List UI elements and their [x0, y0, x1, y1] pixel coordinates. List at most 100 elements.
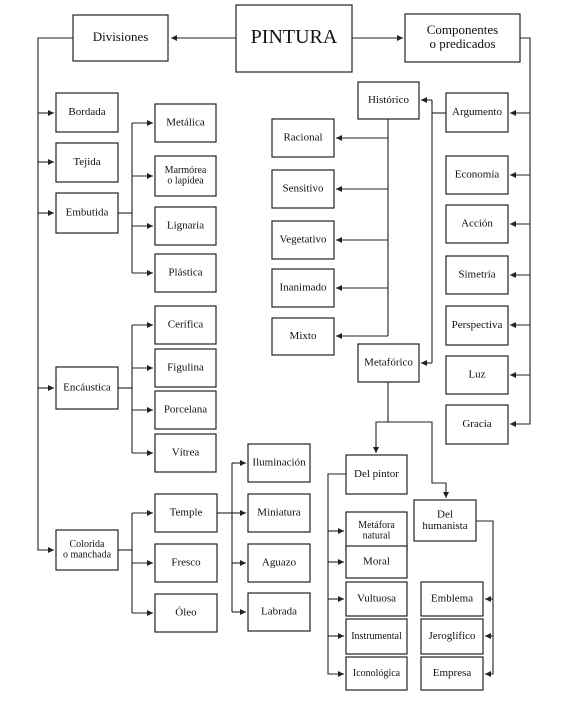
node-pintura-label: PINTURA [251, 26, 338, 48]
node-instrumental-label: Instrumental [351, 631, 402, 642]
node-fresco: Fresco [154, 543, 218, 583]
node-emblema-label: Emblema [431, 593, 473, 605]
node-porcelana-label: Porcelana [164, 404, 207, 416]
node-miniatura: Miniatura [247, 493, 311, 533]
arrowhead [147, 365, 153, 371]
connector-line [327, 473, 346, 675]
node-divisiones-box [72, 14, 169, 62]
node-accion-label: Acción [461, 218, 493, 230]
node-emblema-box [420, 581, 484, 617]
node-argumento-box [445, 92, 509, 133]
arrowhead [336, 285, 342, 291]
node-vultuosa-label: Vultuosa [357, 593, 396, 605]
node-iluminacion-label: Iluminación [252, 457, 306, 469]
node-divisiones: Divisiones [72, 14, 169, 62]
node-cerifica: Cerífica [154, 305, 217, 345]
node-vultuosa-box [345, 581, 408, 617]
arrowheads [48, 35, 516, 677]
node-temple-label: Temple [170, 507, 203, 519]
node-metafora-natural-label-2: natural [363, 531, 391, 542]
node-labrada-label: Labrada [261, 606, 297, 618]
arrowhead [336, 237, 342, 243]
node-luz-label: Luz [468, 369, 485, 381]
arrowhead [48, 547, 54, 553]
node-embutida-box [55, 192, 119, 234]
node-iconologica: Iconológica [345, 656, 408, 691]
node-lignaria: Lignaria [154, 206, 217, 246]
node-vultuosa: Vultuosa [345, 581, 408, 617]
node-tejida: Tejida [55, 142, 119, 183]
connector-line [375, 382, 389, 453]
node-empresa: Empresa [420, 656, 484, 691]
arrowhead [147, 560, 153, 566]
node-miniatura-label: Miniatura [257, 507, 300, 519]
arrowhead [485, 671, 491, 677]
node-cerifica-box [154, 305, 217, 345]
node-porcelana-box [154, 390, 217, 430]
node-jeroglifico: Jeroglífico [420, 618, 484, 655]
node-luz-box [445, 355, 509, 395]
arrowhead [48, 385, 54, 391]
arrowhead [338, 528, 344, 534]
node-plastica-label: Plástica [168, 267, 202, 279]
node-temple: Temple [154, 493, 218, 533]
node-inanimado-box [271, 268, 335, 308]
arrowhead [147, 270, 153, 276]
node-perspectiva-label: Perspectiva [452, 319, 503, 331]
node-vitrea-box [154, 433, 217, 473]
node-marmorea-label-2: o lapídea [167, 176, 204, 187]
arrowhead [240, 609, 246, 615]
node-argumento: Argumento [445, 92, 509, 133]
node-miniatura-box [247, 493, 311, 533]
node-instrumental-box [345, 618, 408, 655]
node-componentes-box [404, 13, 521, 63]
arrowhead [338, 633, 344, 639]
node-cerifica-label: Cerífica [168, 319, 204, 331]
arrowhead [338, 559, 344, 565]
node-embutida-label: Embutida [66, 207, 109, 219]
arrowhead [48, 210, 54, 216]
node-historico-label: Histórico [368, 94, 409, 106]
arrowhead [510, 221, 516, 227]
node-vegetativo-label: Vegetativo [279, 234, 327, 246]
arrowhead [336, 186, 342, 192]
node-vitrea-label: Vítrea [172, 447, 200, 459]
node-tejida-box [55, 142, 119, 183]
node-aguazo-box [247, 543, 311, 583]
arrowhead [397, 35, 403, 41]
node-historico-box [357, 81, 420, 120]
node-luz: Luz [445, 355, 509, 395]
node-labrada-box [247, 592, 311, 632]
node-metaforico-label: Metafórico [364, 357, 413, 369]
node-plastica-box [154, 253, 217, 293]
connector-line [388, 421, 447, 498]
node-iconologica-box [345, 656, 408, 691]
arrowhead [510, 421, 516, 427]
node-gracia: Gracia [445, 404, 509, 445]
node-iluminacion-box [247, 443, 311, 483]
node-del-humanista-label-2: humanista [422, 520, 467, 532]
node-empresa-label: Empresa [433, 667, 472, 679]
node-metalica-box [154, 103, 217, 143]
node-argumento-label: Argumento [452, 106, 502, 118]
node-metalica: Metálica [154, 103, 217, 143]
node-sensitivo: Sensitivo [271, 169, 335, 209]
arrowhead [147, 173, 153, 179]
node-sensitivo-box [271, 169, 335, 209]
node-mixto-box [271, 317, 335, 356]
arrowhead [510, 322, 516, 328]
arrowhead [510, 110, 516, 116]
node-perspectiva: Perspectiva [445, 305, 509, 346]
node-gracia-label: Gracia [462, 418, 491, 430]
node-lignaria-box [154, 206, 217, 246]
node-colorida-label-2: o manchada [63, 550, 112, 561]
node-economia: Economía [445, 155, 509, 195]
arrowhead [373, 447, 379, 453]
arrowhead [510, 272, 516, 278]
node-metafora-natural-box [345, 511, 408, 551]
arrowhead [147, 610, 153, 616]
node-economia-box [445, 155, 509, 195]
